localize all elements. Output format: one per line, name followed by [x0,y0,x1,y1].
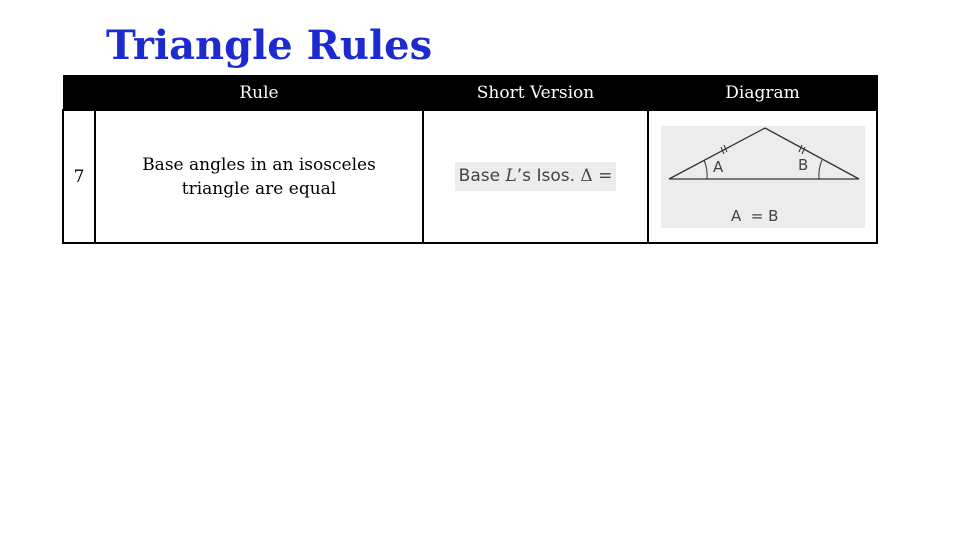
header-short-version: Short Version [422,75,649,111]
tick-marks-right [798,144,805,154]
triangle-left-side [668,126,765,180]
table-header-row: Rule Short Version Diagram [62,75,878,111]
short-version-prefix: Base [458,166,501,186]
rule-text-line: Base angles in an isosceles [142,154,376,175]
isosceles-triangle-diagram: A B A = B [660,125,865,228]
short-version-cell: Base L’s Isos. Δ = [422,109,649,244]
page-title: Triangle Rules [106,22,433,69]
header-diagram: Diagram [647,75,878,111]
tick-marks-left [720,144,727,154]
rule-number: 7 [62,109,96,244]
angle-arc-b [817,159,822,179]
table-row: 7 Base angles in an isosceles triangle a… [62,109,878,244]
short-version-image: Base L’s Isos. Δ = [454,162,617,191]
angle-symbol: L [505,166,517,186]
angle-label-a: A [713,158,724,176]
header-number [62,75,96,111]
triangle-symbol: Δ [580,166,593,186]
angle-label-b: B [798,156,808,174]
diagram-cell: A B A = B [647,109,878,244]
angle-arc-a [703,159,708,179]
header-rule: Rule [94,75,424,111]
diagram-caption: A = B [731,207,778,225]
rule-text-line: triangle are equal [181,178,337,199]
rule-text: Base angles in an isosceles triangle are… [94,109,424,244]
equals-symbol: = [598,166,613,186]
rules-table: Rule Short Version Diagram 7 Base angles… [62,75,878,244]
short-version-isos: ’s Isos. [516,166,575,186]
triangle-right-side [764,126,859,180]
